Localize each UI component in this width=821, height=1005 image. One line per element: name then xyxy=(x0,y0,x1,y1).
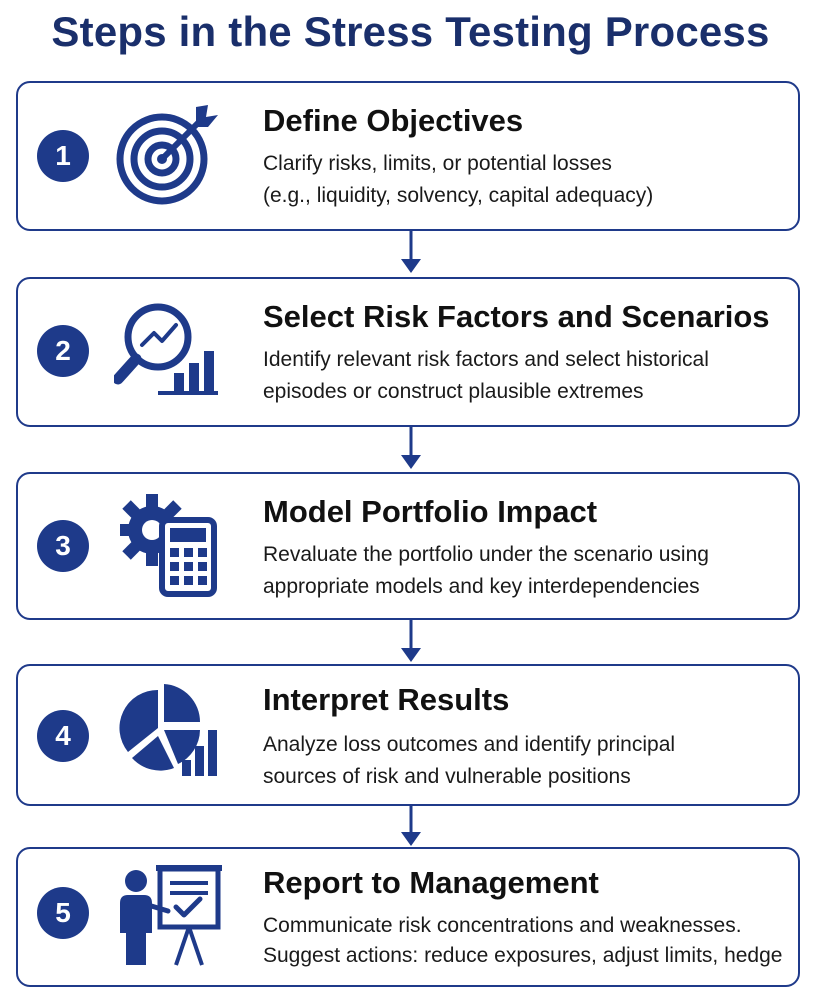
down-arrow-icon xyxy=(399,806,423,852)
step-number-badge: 2 xyxy=(37,325,89,377)
step-card-3: 3 Model Portfolio Impact xyxy=(16,472,800,620)
magnifier-chart-icon xyxy=(114,297,224,407)
step-description-line1: Revaluate the portfolio under the scenar… xyxy=(263,543,709,566)
step-description-line1: Identify relevant risk factors and selec… xyxy=(263,348,709,371)
step-description-line2: appropriate models and key interdependen… xyxy=(263,575,700,598)
gear-calculator-icon xyxy=(114,490,224,600)
step-description-line2: sources of risk and vulnerable positions xyxy=(263,765,631,788)
step-number-badge: 3 xyxy=(37,520,89,572)
step-description-line2: episodes or construct plausible extremes xyxy=(263,380,644,403)
down-arrow-icon xyxy=(399,427,423,473)
step-number-badge: 1 xyxy=(37,130,89,182)
step-heading: Select Risk Factors and Scenarios xyxy=(263,299,770,334)
presenter-board-icon xyxy=(114,861,224,971)
step-description-line2: (e.g., liquidity, solvency, capital adeq… xyxy=(263,184,654,207)
step-description-line2: Suggest actions: reduce exposures, adjus… xyxy=(263,944,783,967)
step-card-4: 4 Interpret Results Analyze loss outcome… xyxy=(16,664,800,806)
page-title: Steps in the Stress Testing Process xyxy=(51,8,770,55)
step-description-line1: Clarify risks, limits, or potential loss… xyxy=(263,152,612,175)
step-heading: Report to Management xyxy=(263,865,599,900)
step-number-badge: 4 xyxy=(37,710,89,762)
step-heading: Model Portfolio Impact xyxy=(263,494,598,529)
step-description-line1: Analyze loss outcomes and identify princ… xyxy=(263,733,676,756)
step-heading: Define Objectives xyxy=(263,103,524,138)
target-icon xyxy=(114,101,224,211)
down-arrow-icon xyxy=(399,620,423,666)
step-heading: Interpret Results xyxy=(263,682,510,717)
step-number-badge: 5 xyxy=(37,887,89,939)
pie-bar-chart-icon xyxy=(114,680,224,790)
step-card-1: 1 Define Objectives Clarify risks, limit… xyxy=(16,81,800,231)
step-description-line1: Communicate risk concentrations and weak… xyxy=(263,914,742,937)
step-card-2: 2 Select Risk Factors and Scenarios Iden… xyxy=(16,277,800,427)
down-arrow-icon xyxy=(399,231,423,277)
step-card-5: 5 Report to Management Communicate risk … xyxy=(16,847,800,987)
